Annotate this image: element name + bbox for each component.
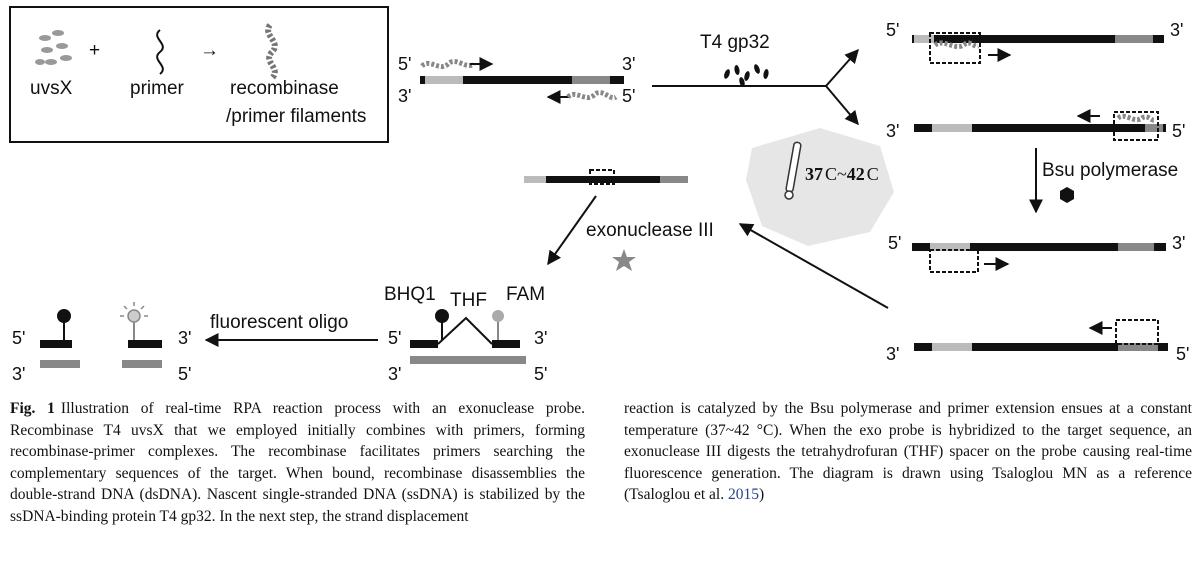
exonuclease-label: exonuclease III	[586, 220, 714, 241]
filament-label-line2: /primer filaments	[226, 106, 366, 127]
plus-sign: +	[89, 40, 100, 61]
dloop-box	[1113, 111, 1159, 141]
bhq1-label: BHQ1	[384, 284, 436, 305]
five-prime-label: 5'	[388, 328, 401, 348]
three-prime-label: 3'	[398, 86, 411, 106]
three-prime-label: 3'	[1172, 233, 1185, 253]
five-prime-label: 5'	[12, 328, 25, 348]
five-prime-label: 5'	[1172, 121, 1185, 141]
temp-unit: C	[825, 164, 837, 184]
dloop-box	[929, 32, 981, 64]
three-prime-label: 3'	[388, 364, 401, 384]
three-prime-label: 3'	[886, 344, 899, 364]
five-prime-label: 5'	[888, 233, 901, 253]
uvsx-label: uvsX	[30, 78, 73, 99]
fluorescence-burst-icon	[120, 302, 148, 323]
caption-text: Illustration of real-time RPA reaction p…	[10, 400, 585, 525]
arrow-up-right	[825, 48, 859, 87]
quencher-icon	[57, 309, 71, 323]
filament-label-line1: recombinase	[230, 78, 339, 99]
fluorophore-icon	[492, 310, 504, 322]
filament-icon	[265, 23, 278, 81]
dloop-box	[929, 249, 979, 273]
thermometer-icon	[784, 141, 802, 200]
figure-caption-right: reaction is catalyzed by the Bsu polymer…	[624, 398, 1192, 506]
temp-high: 42	[847, 164, 865, 184]
three-prime-label: 3'	[622, 54, 635, 74]
right-strand-bottom: 3' 5'	[886, 319, 1189, 364]
arrow-down-right	[825, 85, 859, 126]
fluorescent-oligo-label: fluorescent oligo	[210, 312, 348, 333]
three-prime-label: 3'	[178, 328, 191, 348]
legend-arrow: →	[200, 40, 219, 61]
three-prime-label: 3'	[1170, 20, 1183, 40]
filament-icon	[566, 90, 618, 101]
five-prime-label: 5'	[398, 54, 411, 74]
rpa-process-diagram: uvsX + primer → recombinase /primer fila…	[9, 6, 1189, 384]
three-prime-label: 3'	[534, 328, 547, 348]
citation-link[interactable]: 2015	[727, 486, 759, 504]
initial-dsdna: 5' 3' 3' 5'	[398, 54, 635, 106]
right-strand-second: 3' 5'	[886, 109, 1185, 141]
five-prime-label: 5'	[534, 364, 547, 384]
uvsx-icon	[35, 30, 72, 65]
three-prime-label: 3'	[12, 364, 25, 384]
three-prime-label: 3'	[886, 121, 899, 141]
caption-text: reaction is catalyzed by the Bsu polymer…	[624, 400, 1192, 504]
caption-text-end: )	[758, 486, 765, 504]
quencher-icon	[435, 309, 449, 323]
right-strand-third: 5' 3'	[888, 233, 1185, 273]
fam-label: FAM	[506, 284, 545, 305]
temp-unit: C	[867, 164, 879, 184]
temp-tilde: ~	[837, 164, 847, 184]
arrow-up-left	[738, 223, 889, 309]
five-prime-label: 5'	[178, 364, 191, 384]
five-prime-label: 5'	[886, 20, 899, 40]
filament-icon	[420, 58, 476, 70]
bsu-polymerase-icon	[1060, 187, 1074, 203]
figure-label: Fig. 1	[10, 400, 55, 417]
dloop-box	[1115, 319, 1159, 345]
temp-low: 37	[805, 164, 823, 184]
t4gp32-label: T4 gp32	[700, 32, 770, 53]
exonuclease-star-icon	[612, 249, 636, 271]
gp32-protein-icon	[724, 64, 769, 87]
thf-label: THF	[450, 290, 487, 311]
legend-box: uvsX + primer → recombinase /primer fila…	[9, 6, 389, 143]
primer-label: primer	[130, 78, 185, 99]
primer-icon	[156, 29, 164, 75]
cleaved-products: 5' 3' 3' 5'	[12, 302, 191, 384]
arrow-down-left	[547, 195, 597, 266]
right-strand-top: 5' 3'	[886, 20, 1183, 64]
probe-hybrid: BHQ1 THF FAM 5' 3' 3' 5'	[384, 284, 547, 384]
five-prime-label: 5'	[622, 86, 635, 106]
five-prime-label: 5'	[1176, 344, 1189, 364]
target-duplex	[524, 169, 688, 185]
bsu-label: Bsu polymerase	[1042, 160, 1178, 181]
